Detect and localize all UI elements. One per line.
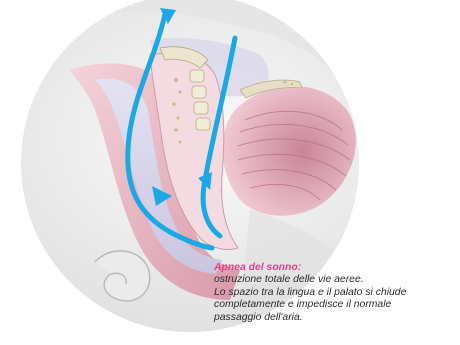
caption-line: passaggio dell'aria. [214, 312, 458, 324]
caption: Apnea del sonno: ostruzione totale delle… [214, 262, 458, 324]
caption-line: Lo spazio tra la lingua e il palato si c… [214, 287, 458, 299]
caption-line: ostruzione totale delle vie aeree. [214, 274, 458, 286]
caption-line: completamente e impedisce il normale [214, 299, 458, 311]
caption-title: Apnea del sonno: [214, 262, 458, 274]
